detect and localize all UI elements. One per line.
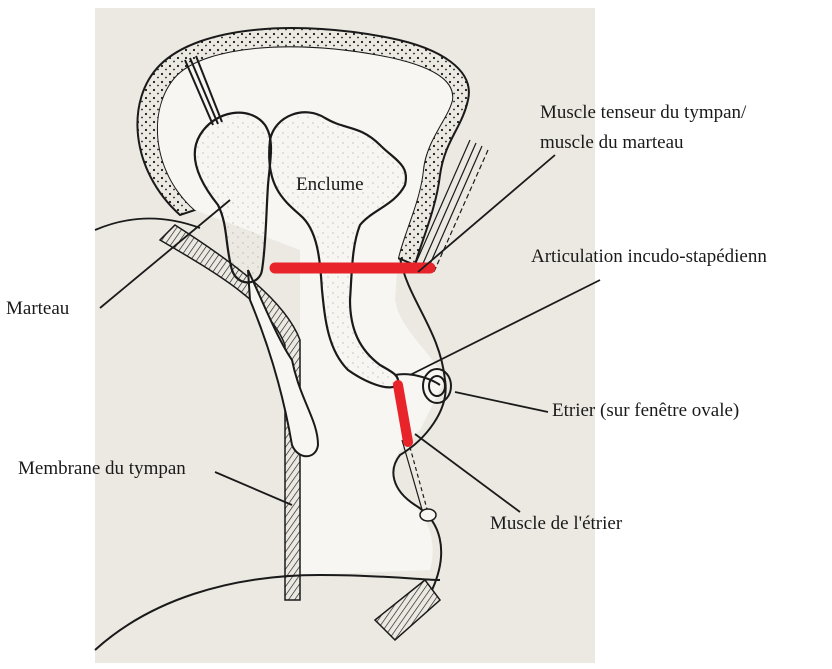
label-tenseur-line2: muscle du marteau [540, 132, 684, 154]
small-nodule [420, 509, 436, 521]
label-tenseur-line1: Muscle tenseur du tympan/ [540, 102, 746, 124]
label-articulation: Articulation incudo-stapédienn [531, 246, 767, 268]
label-etrier: Etrier (sur fenêtre ovale) [552, 400, 739, 422]
label-enclume: Enclume [296, 174, 364, 196]
label-muscle-etrier: Muscle de l'étrier [490, 513, 622, 535]
label-marteau: Marteau [6, 298, 69, 320]
label-membrane: Membrane du tympan [18, 458, 186, 480]
